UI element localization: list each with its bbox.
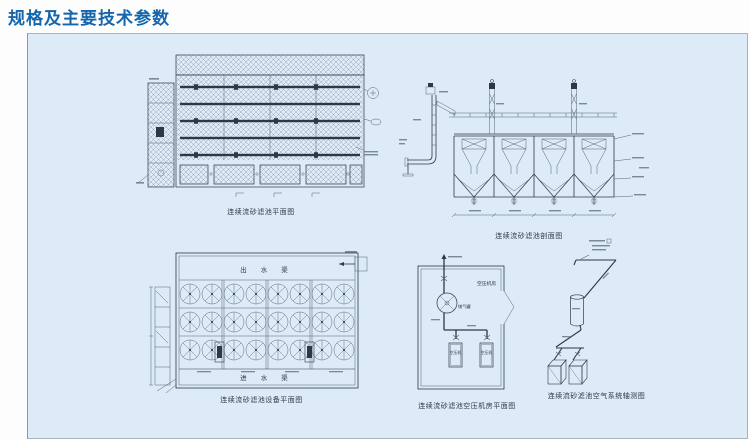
content-panel: 连续流砂滤池平面图 bbox=[27, 33, 748, 439]
air-system-drawing bbox=[547, 238, 617, 385]
figure-caption: 连续流砂滤池剖面图 bbox=[495, 233, 563, 240]
air-receiver-tank bbox=[436, 292, 458, 314]
illegible-annotations bbox=[399, 91, 649, 212]
page-title: 规格及主要技术参数 bbox=[8, 9, 170, 28]
compressor-boxes bbox=[547, 359, 588, 385]
top-rail bbox=[449, 112, 617, 118]
figure-equipment-plan: 出 水 渠 进 水 渠 连续流砂滤池设备平面图 bbox=[149, 247, 374, 405]
figure-caption: 连续流砂滤池空气系统轴测图 bbox=[547, 393, 646, 400]
standpipes bbox=[214, 341, 315, 363]
figure-section: 连续流砂滤池剖面图 bbox=[399, 79, 659, 241]
compressor-label: 空压机 bbox=[481, 350, 493, 355]
tank-label: 储气罐 bbox=[458, 303, 471, 310]
figure-caption: 连续流砂滤池设备平面图 bbox=[220, 397, 303, 404]
valves bbox=[555, 254, 590, 357]
illegible-annotations bbox=[136, 78, 378, 184]
figure-plan: 连续流砂滤池平面图 bbox=[136, 47, 386, 217]
figure-caption: 连续流砂滤池空压机房平面图 bbox=[418, 403, 516, 410]
figure-air-system: 连续流砂滤池空气系统轴测图 bbox=[526, 237, 666, 401]
compressor-room-drawing: 空压机房 储气罐 空压机 空压机 bbox=[417, 254, 515, 390]
compressors bbox=[448, 342, 494, 368]
door-opening bbox=[500, 291, 505, 324]
illegible-annotations bbox=[562, 238, 612, 338]
outlet-channel-label: 出 水 渠 bbox=[240, 265, 294, 274]
equipment-plan-drawing: 出 水 渠 进 水 渠 bbox=[149, 251, 368, 393]
inlet-channel-label: 进 水 渠 bbox=[240, 373, 294, 382]
inlet-pipe-assembly bbox=[402, 83, 456, 177]
valves bbox=[440, 275, 491, 341]
section-view-drawing bbox=[399, 79, 649, 218]
flow-arrow bbox=[441, 254, 447, 259]
illegible-annotations bbox=[197, 251, 357, 373]
figure-caption: 连续流砂滤池平面图 bbox=[227, 209, 295, 216]
air-piping bbox=[443, 259, 488, 339]
compressor-label: 空压机 bbox=[450, 350, 462, 355]
door-swing bbox=[503, 290, 515, 325]
collector-bars bbox=[156, 84, 360, 158]
figure-compressor-room: 空压机房 储气罐 空压机 空压机 连续流砂滤池空压机房平面图 bbox=[411, 251, 523, 411]
pipe-run bbox=[553, 259, 617, 361]
illegible-annotations bbox=[431, 256, 476, 327]
dimension-line bbox=[451, 212, 617, 218]
receiver-cylinder bbox=[570, 294, 584, 327]
room-label: 空压机房 bbox=[477, 280, 496, 287]
plan-view-drawing bbox=[136, 54, 382, 197]
